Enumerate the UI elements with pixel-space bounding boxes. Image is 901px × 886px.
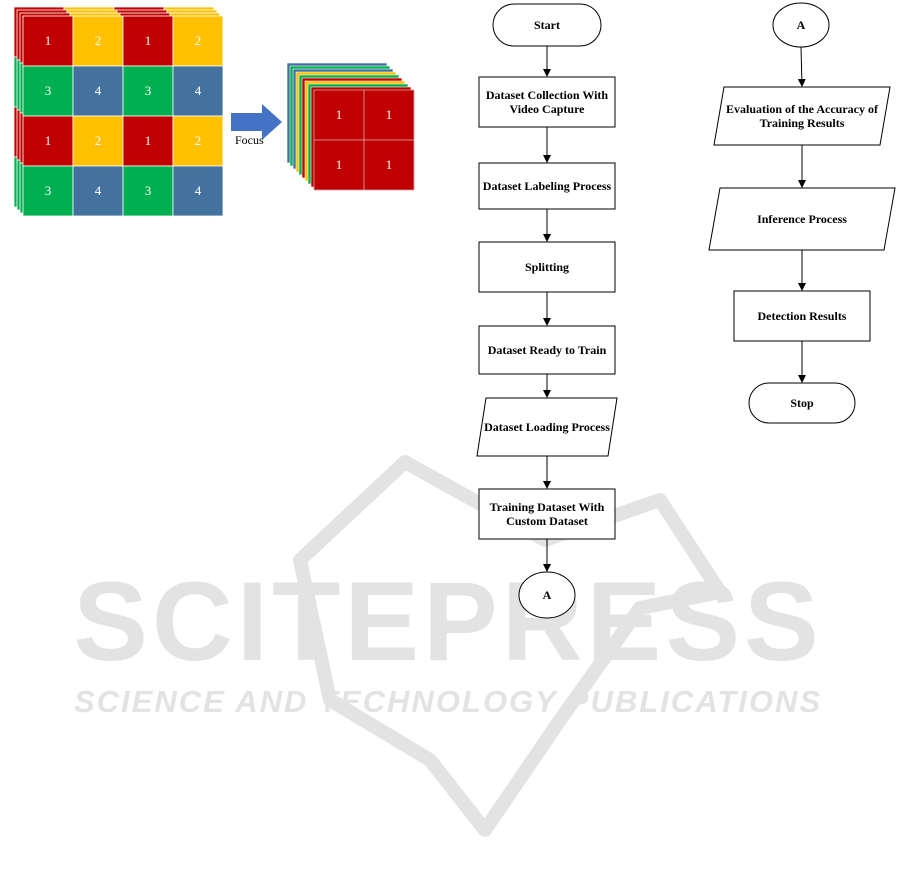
flow-node-label: Inference Process	[757, 212, 847, 226]
flow-node-label: Dataset Labeling Process	[478, 162, 616, 210]
flow-node-ready: Dataset Ready to Train	[478, 325, 616, 375]
watermark-logo-text: SCITEPRESS	[73, 559, 823, 684]
flow-node-detect: Detection Results	[733, 290, 871, 342]
input-grid-cell-label: 1	[145, 133, 152, 148]
input-grid-cell-label: 3	[145, 83, 152, 98]
output-grid-cell	[363, 89, 415, 141]
output-grid-cell-label: 1	[386, 157, 393, 172]
input-grid-cell	[122, 165, 174, 217]
input-grid-cell-label: 4	[195, 183, 202, 198]
flow-node-split: Splitting	[478, 241, 616, 293]
flow-node-conn-in: A	[772, 2, 830, 48]
input-grid-cell	[22, 65, 74, 117]
focus-arrow-shape	[231, 104, 282, 140]
terminal-shape	[492, 3, 602, 47]
flow-node-conn-out: A	[518, 571, 576, 619]
input-grid-cell-label: 4	[95, 183, 102, 198]
process-box	[478, 325, 616, 375]
input-grid-cell-label: 2	[195, 33, 202, 48]
flow-node-label: Start	[534, 18, 560, 32]
input-tensor-stack: 1 2 1 2 3 4 3 4 1 2 1 2 3 4 3 4	[13, 6, 224, 217]
input-grid-cell-label: 4	[95, 83, 102, 98]
flow-node-label: Video Capture	[510, 102, 586, 116]
output-grid-cell	[313, 139, 365, 191]
input-grid-cell	[122, 115, 174, 167]
input-grid-cell-label: 2	[95, 33, 102, 48]
flow-node-stop: Stop	[748, 382, 856, 424]
flow-node-label: A	[543, 588, 552, 602]
process-box	[478, 241, 616, 293]
process-box	[478, 162, 616, 210]
flow-node-load: Dataset Loading Process	[476, 397, 618, 457]
process-box	[478, 488, 616, 540]
flow-node-label: Detection Results	[758, 309, 847, 323]
flow-node-label: Evaluation of the Accuracy of	[726, 102, 879, 116]
flow-node-label: Training Results	[760, 116, 845, 130]
input-grid-cell-label: 3	[45, 183, 52, 198]
input-grid-cell-label: 2	[195, 133, 202, 148]
focus-figure: 1 2 1 2 3 4 3 4 1 2 1 2 3 4 3 4 Focus 1 1 1 1	[13, 6, 415, 217]
focus-arrow: Focus	[231, 104, 282, 147]
input-grid-cell	[172, 65, 224, 117]
flowchart-edges	[543, 46, 806, 572]
flow-node-label: Dataset Loading Process	[484, 420, 610, 434]
flow-node-label: Custom Dataset	[506, 514, 588, 528]
flow-node-label: Splitting	[525, 260, 569, 274]
flow-arrow	[797, 46, 806, 87]
input-grid-cell-label: 3	[45, 83, 52, 98]
connector-circle	[772, 2, 830, 48]
io-parallelogram	[708, 187, 896, 251]
input-grid-cell	[122, 15, 174, 67]
input-grid-cell	[72, 165, 124, 217]
output-grid-cell-label: 1	[336, 157, 343, 172]
output-grid-cell	[363, 139, 415, 191]
input-grid-cell	[172, 15, 224, 67]
focus-label: Focus	[235, 133, 264, 147]
connector-circle	[518, 571, 576, 619]
flow-node-label: Dataset Labeling Process	[483, 179, 612, 193]
input-grid-cell-label: 3	[145, 183, 152, 198]
input-grid-cell-label: 4	[195, 83, 202, 98]
input-grid-cell-label: 1	[45, 33, 52, 48]
output-tensor-stack: 1 1 1 1	[286, 62, 415, 191]
input-grid-cell	[72, 115, 124, 167]
flow-node-label: Dataset Ready to Train	[488, 343, 607, 357]
input-grid-cell-label: 1	[145, 33, 152, 48]
input-grid-cell	[172, 115, 224, 167]
watermark-tagline: SCIENCE AND TECHNOLOGY PUBLICATIONS	[74, 684, 822, 719]
output-grid-cell-label: 1	[336, 107, 343, 122]
terminal-shape	[748, 382, 856, 424]
process-box	[478, 76, 616, 128]
watermark: SCITEPRESS SCIENCE AND TECHNOLOGY PUBLIC…	[73, 455, 823, 837]
input-grid-cell	[122, 65, 174, 117]
flow-node-infer: Inference Process	[708, 187, 896, 251]
input-grid-cell	[172, 165, 224, 217]
flow-node-label: A	[797, 18, 806, 32]
io-parallelogram	[476, 397, 618, 457]
input-grid-cell-label: 1	[45, 133, 52, 148]
input-grid-cell-label: 2	[95, 133, 102, 148]
flow-node-label: Stop	[790, 396, 814, 410]
io-parallelogram	[713, 86, 891, 146]
process-box	[733, 290, 871, 342]
flow-node-label: Training Dataset With	[490, 500, 605, 514]
output-grid-cell-label: 1	[386, 107, 393, 122]
flow-node-start: Start	[492, 3, 602, 47]
flow-node-label: Dataset Collection With	[486, 88, 609, 102]
